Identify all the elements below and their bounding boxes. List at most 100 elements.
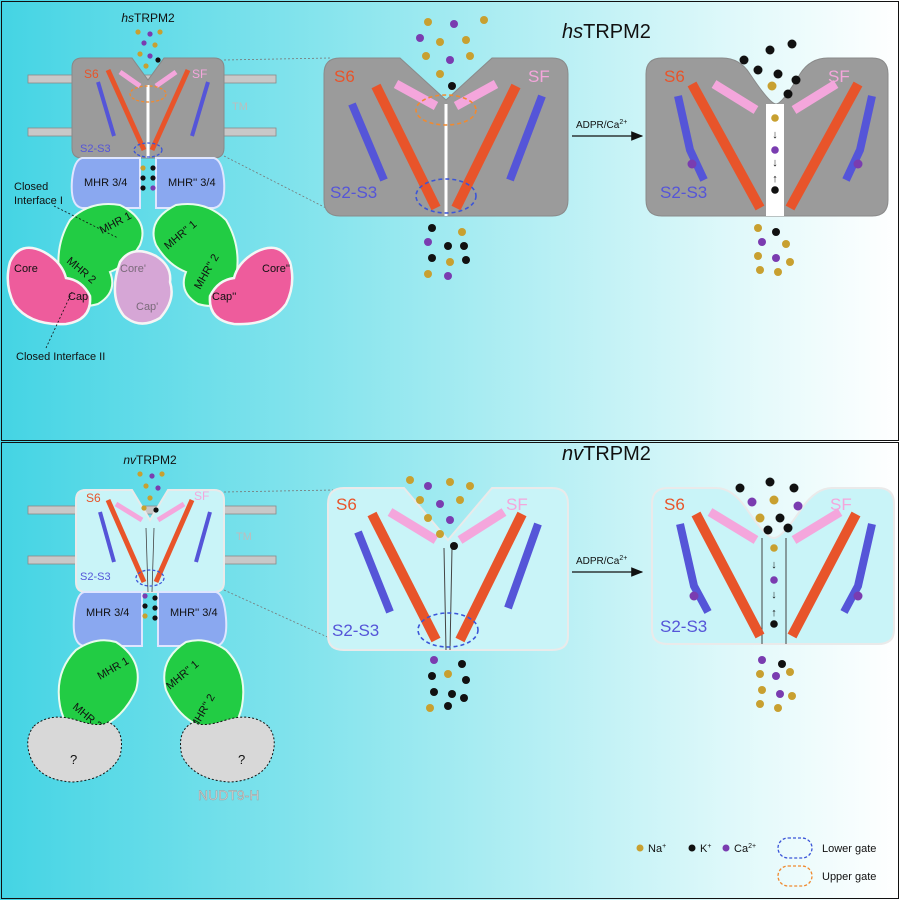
legend-na-label: Na+ — [648, 843, 666, 855]
nv-mhr34-right — [157, 591, 228, 647]
hs-mini-lower-gate — [133, 142, 163, 158]
hs-mhr12-left — [57, 203, 144, 307]
hs-closed-upper-gate — [415, 94, 477, 126]
nv-mini-s2s3-label: S2-S3 — [80, 571, 111, 583]
hs-closed-s6-right — [451, 83, 521, 211]
nv-mini-sf-right — [156, 501, 186, 523]
nv-open-sf-right — [791, 508, 843, 544]
nv-closed-s6-left — [367, 511, 441, 643]
legend-ca-swatch — [722, 844, 730, 852]
nv-mini-pore — [145, 527, 155, 593]
hs-open-s6-right — [785, 81, 863, 211]
nv-closed-sf-right — [457, 508, 507, 544]
nv-mini-title: nvTRPM2 — [123, 453, 177, 467]
hs-mhr34-label: MHR 3/4 — [84, 177, 127, 189]
nudt9h-label: NUDT9-H — [198, 787, 259, 803]
hs-open-ca-bound-left — [687, 159, 697, 169]
hs-mini-s2s3-right — [190, 81, 210, 137]
nv-open-pore — [761, 538, 787, 644]
hs-mini-sf-right — [154, 69, 178, 89]
nv-zoom-guide-bottom — [223, 589, 335, 641]
hs-closed-s2s3-label: S2-S3 — [330, 183, 377, 202]
nv-closed-sf-left — [387, 508, 439, 544]
hs-corep-label: Core' — [120, 263, 146, 275]
hs-core-right — [208, 246, 294, 326]
nv-closed-ions-extracellular — [406, 476, 474, 550]
nv-open-s2s3-right — [840, 523, 876, 614]
hs-mini-s2s3-left — [96, 81, 116, 137]
hs-open-s2s3-left — [674, 95, 708, 182]
hs-closed-ions-extracellular — [416, 16, 488, 90]
nv-closed-s2s3-right — [504, 522, 542, 610]
legend-lower-gate-swatch — [777, 837, 813, 859]
nv-open-s2s3-left — [676, 523, 712, 614]
nv-open-ions-in-pore: ↓ ↓ ↑ — [770, 544, 778, 628]
legend-k-swatch — [688, 844, 696, 852]
svg-text:↓: ↓ — [771, 589, 777, 601]
hs-core-middle — [113, 249, 173, 325]
nv-mini-lower-gate — [135, 569, 165, 587]
nv-open-ca-bound-right — [853, 591, 863, 601]
nv-mini-s6-right — [153, 498, 195, 584]
hs-open-ions-extracellular — [739, 39, 801, 99]
closed-interface-1-line2: Interface I — [14, 195, 63, 207]
svg-text:↓: ↓ — [772, 129, 778, 141]
hs-open-s2s3-label: S2-S3 — [660, 183, 707, 202]
hs-mini-upper-gate — [129, 85, 167, 103]
hs-mhr34-left — [70, 157, 141, 209]
hs-arrow-label: ADPR/Ca2+ — [576, 119, 627, 131]
hs-cappp-label: Cap'' — [212, 291, 236, 303]
nv-open-s2s3-label: S2-S3 — [660, 617, 707, 636]
hs-closed-s2s3-right — [506, 94, 546, 182]
hs-open-ions-cytosolic — [754, 224, 794, 276]
svg-text:↑: ↑ — [771, 607, 777, 619]
nv-open-ca-bound-left — [689, 591, 699, 601]
hs-closed-s6-left — [371, 83, 441, 211]
hs-capp-label: Cap' — [136, 301, 158, 313]
nv-unknown-right: ? — [238, 752, 245, 767]
hs-open-ca-bound-right — [853, 159, 863, 169]
hs-core-left — [6, 246, 92, 326]
hs-mini-title: hsTRPM2 — [121, 11, 175, 25]
nv-open-ions-cytosolic — [756, 656, 796, 712]
nv-membrane-upper — [27, 505, 277, 515]
hs-mhr34-right — [155, 157, 226, 209]
hs-mini-s6-right — [149, 68, 191, 152]
hs-core-label: Core — [14, 263, 38, 275]
hs-mini-s6-label: S6 — [84, 67, 99, 81]
nvtrpm2-panel — [1, 442, 899, 899]
hs-closed-s6-label: S6 — [334, 67, 355, 86]
hs-open-s6-left — [687, 81, 765, 211]
svg-text:↓: ↓ — [771, 559, 777, 571]
hs-closed-lower-gate — [415, 178, 477, 214]
legend-na-swatch — [636, 844, 644, 852]
hs-mini-s6-left — [105, 68, 147, 152]
closed-interface-2-label: Closed Interface II — [16, 351, 105, 363]
nv-mini-sf-label: SF — [194, 489, 209, 503]
nv-open-s6-left — [691, 511, 765, 639]
nv-tm-label: TM — [236, 531, 252, 543]
nv-open-s6-label: S6 — [664, 495, 685, 514]
nv-mini-ions-cytosolic — [142, 593, 158, 621]
svg-text:↑: ↑ — [772, 173, 778, 185]
nv-open-sf-label: SF — [830, 495, 852, 514]
nv-closed-s2s3-left — [354, 530, 394, 614]
nv-nudt9h-right — [180, 716, 275, 783]
hs-closed-sf-left — [393, 80, 439, 110]
hs-mini-ions-cytosolic — [140, 165, 156, 191]
hs-corepp-label: Core'' — [262, 263, 290, 275]
nv-closed-ions-cytosolic — [426, 656, 470, 712]
nv-heading: nvTRPM2 — [562, 443, 651, 465]
nv-closed-pore — [443, 547, 453, 651]
hs-zoom-guide-bottom — [223, 155, 331, 211]
hs-open-s6-label: S6 — [664, 67, 685, 86]
nv-nudt9h-left — [27, 716, 122, 783]
nv-closed-sf-label: SF — [506, 495, 528, 514]
hs-mhr34pp-label: MHR'' 3/4 — [168, 177, 216, 189]
hs-cap-label: Cap — [68, 291, 88, 303]
hs-mini-s2s3-label: S2-S3 — [80, 143, 111, 155]
nv-mini-s6-label: S6 — [86, 491, 101, 505]
nv-unknown-left: ? — [70, 752, 77, 767]
